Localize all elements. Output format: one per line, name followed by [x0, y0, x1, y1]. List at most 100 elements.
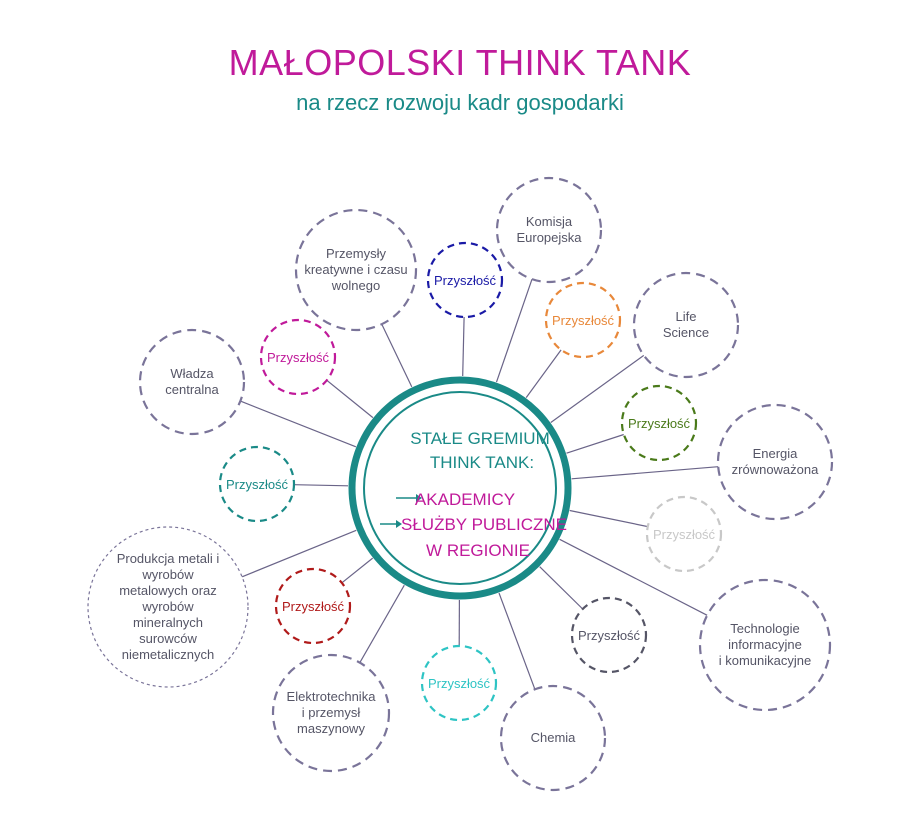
future-node-f-teal: Przyszłość	[218, 445, 296, 523]
future-label: Przyszłość	[628, 416, 691, 431]
center-inner-ring	[363, 391, 557, 585]
center-item-sluzby: SŁUŻBY PUBLICZNE	[401, 515, 567, 534]
sector-label: Przemysły	[326, 246, 386, 261]
connector-energia	[571, 466, 719, 480]
sector-label: Elektrotechnika	[287, 689, 377, 704]
arrow-icon	[380, 520, 402, 528]
page-title: MAŁOPOLSKI THINK TANK	[228, 42, 692, 83]
sector-label: wolnego	[331, 278, 380, 293]
future-circle	[420, 644, 498, 722]
sector-label: Produkcja metali i	[117, 551, 220, 566]
sector-label: wyrobów	[141, 599, 194, 614]
future-node-f-cyan: Przyszłość	[420, 644, 498, 722]
sector-label: Life	[676, 309, 697, 324]
connector-elektro	[359, 584, 405, 663]
connector-produkcja	[241, 529, 357, 578]
future-label: Przyszłość	[578, 628, 641, 643]
sector-circle	[698, 578, 832, 712]
future-circle	[259, 318, 337, 396]
connector-f-gray	[539, 566, 584, 610]
sector-label: centralna	[165, 382, 219, 397]
future-node-f-green: Przyszłość	[620, 384, 698, 462]
future-label: Przyszłość	[428, 676, 491, 691]
connectors	[240, 279, 719, 690]
sector-circle	[495, 176, 603, 284]
future-circle	[426, 241, 504, 319]
sector-node-chemia: Chemia	[499, 684, 607, 792]
future-node-f-lightgray: Przyszłość	[645, 495, 723, 573]
center-outer-ring	[348, 376, 572, 600]
connector-f-red	[341, 557, 374, 584]
sector-circle	[138, 328, 246, 436]
sector-label: zrównoważona	[732, 462, 819, 477]
arrow-icon	[396, 494, 422, 502]
future-label: Przyszłość	[434, 273, 497, 288]
sector-circle	[499, 684, 607, 792]
sector-label: Europejska	[516, 230, 582, 245]
center-item-akademicy: AKADEMICY	[415, 490, 515, 509]
sector-label: Komisja	[526, 214, 573, 229]
future-label: Przyszłość	[226, 477, 289, 492]
future-label: Przyszłość	[267, 350, 330, 365]
sector-label: Energia	[753, 446, 799, 461]
sector-label: Chemia	[531, 730, 577, 745]
sector-circle	[87, 526, 249, 688]
sector-circle	[632, 271, 740, 379]
connector-f-blue	[462, 316, 465, 377]
sector-label: informacyjne	[728, 637, 802, 652]
sector-label: i komunikacyjne	[719, 653, 812, 668]
center-node: STAŁE GREMIUM THINK TANK: AKADEMICY SŁUŻ…	[348, 376, 572, 600]
future-node-f-red: Przyszłość	[274, 567, 352, 645]
connector-f-magenta	[326, 379, 374, 419]
connector-technologie	[559, 538, 708, 616]
future-node-f-gray: Przyszłość	[570, 596, 648, 674]
sector-label: i przemysł	[302, 705, 361, 720]
sector-label: Science	[663, 325, 709, 340]
sector-label: Technologie	[730, 621, 799, 636]
sector-label: kreatywne i czasu	[304, 262, 407, 277]
sector-label: Władza	[170, 366, 214, 381]
connector-life	[550, 354, 645, 423]
connector-f-teal	[293, 484, 349, 487]
nodes: KomisjaEuropejskaLifeScienceEnergiazrówn…	[87, 176, 834, 792]
connector-wladza	[240, 400, 357, 448]
connector-f-lightgray	[569, 509, 648, 528]
future-circle	[620, 384, 698, 462]
future-label: Przyszłość	[653, 527, 716, 542]
sector-circle	[716, 403, 834, 521]
future-label: Przyszłość	[282, 599, 345, 614]
sector-label: niemetalicznych	[122, 647, 215, 662]
sector-label: mineralnych	[133, 615, 203, 630]
future-circle	[218, 445, 296, 523]
center-line2: THINK TANK:	[430, 453, 534, 472]
sector-label: metalowych oraz	[119, 583, 217, 598]
sector-label: maszynowy	[297, 721, 365, 736]
connector-komisja	[495, 279, 533, 383]
future-label: Przyszłość	[552, 313, 615, 328]
center-item-region: W REGIONIE	[426, 541, 530, 560]
future-circle	[645, 495, 723, 573]
future-circle	[274, 567, 352, 645]
sector-label: surowców	[139, 631, 197, 646]
future-node-f-orange: Przyszłość	[544, 281, 622, 359]
connector-f-orange	[525, 349, 562, 398]
future-node-f-blue: Przyszłość	[426, 241, 504, 319]
sector-circle	[294, 208, 418, 332]
connector-przemysly	[381, 323, 413, 388]
future-circle	[570, 596, 648, 674]
connector-chemia	[498, 592, 536, 690]
center-line1: STAŁE GREMIUM	[410, 429, 549, 448]
connector-f-green	[566, 433, 624, 454]
page-subtitle: na rzecz rozwoju kadr gospodarki	[296, 90, 624, 115]
sector-label: wyrobów	[141, 567, 194, 582]
sector-circle	[271, 653, 391, 773]
